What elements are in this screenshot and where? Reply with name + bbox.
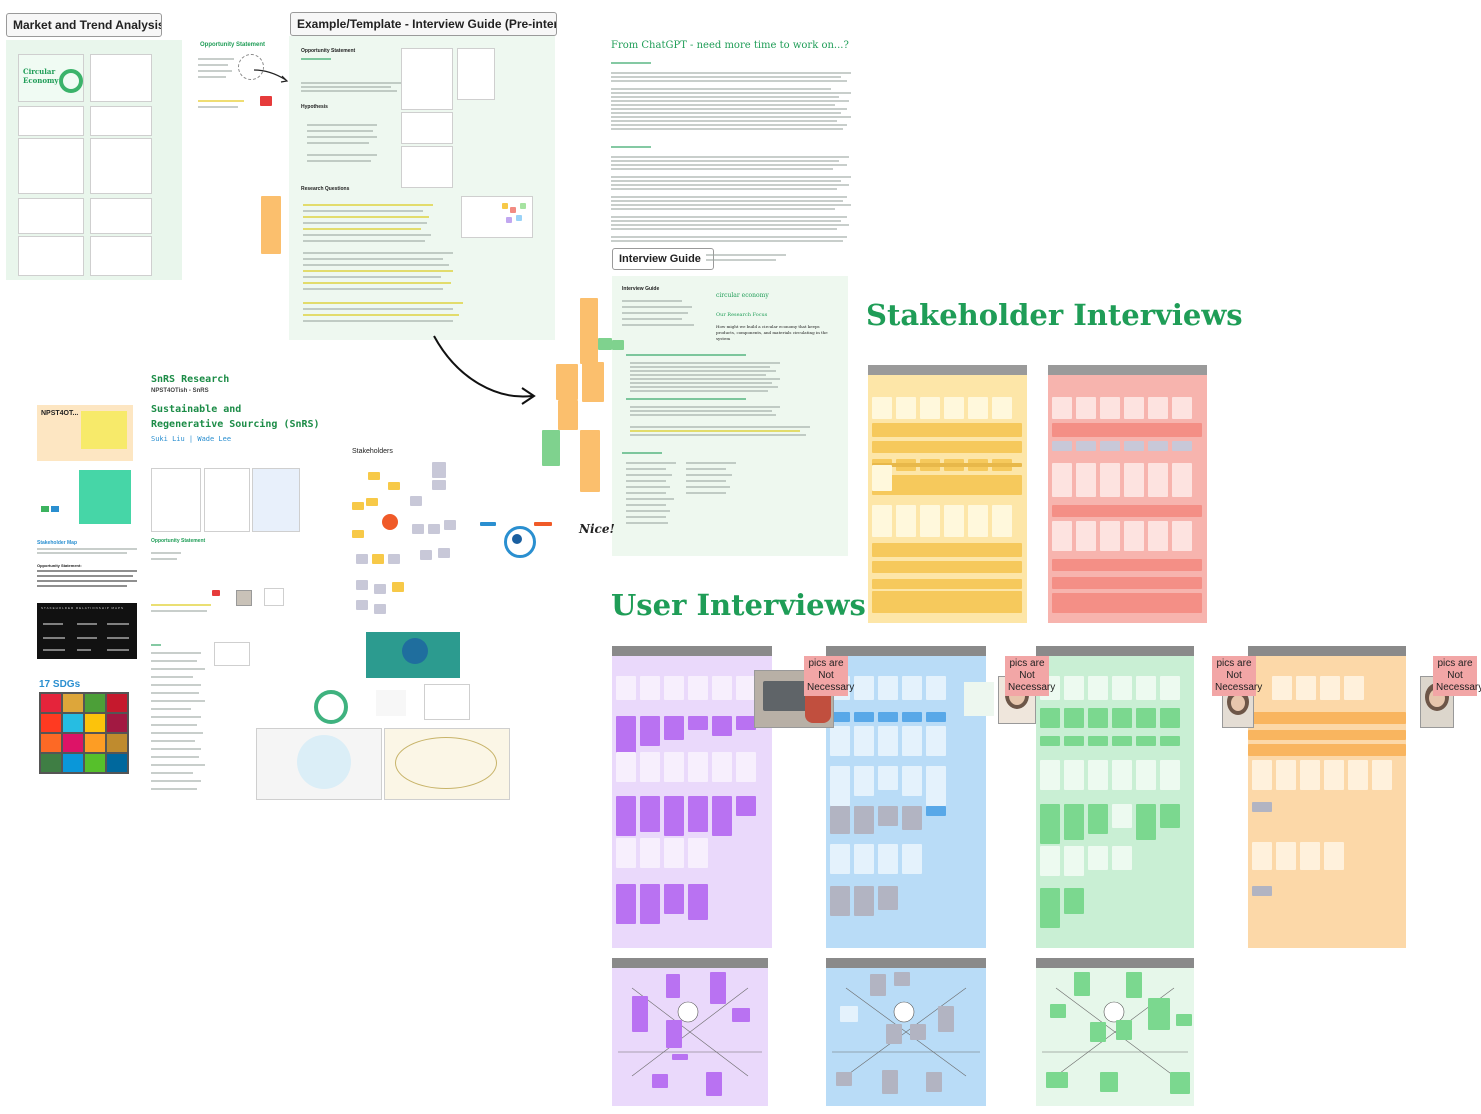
template-panel: Opportunity Statement Hypothesis Researc… bbox=[289, 36, 555, 340]
template-diagram-4[interactable] bbox=[401, 146, 453, 188]
guide-title: Interview Guide bbox=[622, 286, 660, 292]
guide-research-focus: Our Research Focus bbox=[716, 312, 768, 318]
stakeholders-label: Stakeholders bbox=[352, 448, 393, 455]
snrs-authors: Suki Liu | Wade Lee bbox=[151, 435, 232, 443]
stakeholders-cluster[interactable] bbox=[348, 458, 458, 618]
circular-economy-card[interactable]: Circular Economy bbox=[18, 54, 84, 102]
market-card-10[interactable] bbox=[90, 236, 152, 276]
sdgs-title: 17 SDGs bbox=[39, 679, 81, 690]
relationship-map-title: STAKEHOLDER RELATIONSHIP MAPS bbox=[41, 606, 125, 610]
frame-label-market[interactable]: Market and Trend Analysis bbox=[6, 13, 162, 37]
sdgs-grid[interactable] bbox=[39, 692, 129, 774]
user-board-blue[interactable] bbox=[826, 646, 986, 948]
orange-note-stack[interactable] bbox=[261, 196, 281, 254]
research-doc bbox=[151, 640, 211, 800]
snrs-thumb-2[interactable] bbox=[204, 468, 250, 532]
pics-note-2[interactable]: pics are Not Necessary bbox=[1005, 656, 1055, 696]
market-card-3[interactable] bbox=[18, 106, 84, 136]
template-hypothesis-title: Hypothesis bbox=[301, 104, 328, 110]
snrs-title: SnRS Research bbox=[151, 374, 230, 385]
stakeholder-map-label: Stakeholder Map bbox=[37, 540, 78, 546]
snrs-small-thumb[interactable] bbox=[264, 588, 284, 606]
snrs-opportunity-diagram[interactable] bbox=[184, 548, 230, 596]
pics-note-1[interactable]: pics are Not Necessary bbox=[804, 656, 854, 696]
pics-note-3[interactable]: pics are Not Necessary bbox=[1212, 656, 1262, 696]
research-ui-shot[interactable] bbox=[256, 728, 382, 800]
arrow-to-guide bbox=[433, 335, 536, 405]
empathy-map-green[interactable] bbox=[1036, 958, 1194, 1106]
arrow-to-template bbox=[253, 69, 289, 83]
opportunity-statement-label: Opportunity Statement: bbox=[37, 563, 82, 568]
user-board-green[interactable] bbox=[1036, 646, 1194, 948]
opportunity-statement-small: Opportunity Statement bbox=[151, 538, 206, 544]
note-orange-5[interactable] bbox=[580, 430, 600, 492]
note-green-1[interactable] bbox=[598, 338, 612, 350]
nice-note: Nice! bbox=[579, 522, 615, 536]
research-thumb-a[interactable] bbox=[214, 642, 250, 666]
snrs-project-line1: Sustainable and bbox=[151, 404, 242, 415]
guide-circular-economy: circular economy bbox=[716, 292, 769, 299]
guide-hmw-question: How might we build a circular economy th… bbox=[716, 324, 828, 341]
research-sticky-board[interactable] bbox=[384, 728, 510, 800]
template-diagram-2[interactable] bbox=[457, 48, 495, 100]
template-diagram-1[interactable] bbox=[401, 48, 453, 110]
circular-logo-icon bbox=[59, 69, 83, 93]
research-thumb-d[interactable] bbox=[376, 690, 406, 716]
market-card-9[interactable] bbox=[18, 236, 84, 276]
note-orange-1[interactable] bbox=[580, 298, 598, 364]
market-trend-panel: Circular Economy bbox=[6, 40, 182, 280]
opportunity-diagram bbox=[198, 50, 278, 122]
note-orange-4[interactable] bbox=[558, 400, 578, 430]
sustainable-card[interactable] bbox=[37, 470, 133, 524]
guide-green-note[interactable] bbox=[612, 340, 624, 350]
snrs-thumb-1[interactable] bbox=[151, 468, 201, 532]
stakeholder-board-red[interactable] bbox=[1048, 365, 1207, 623]
note-orange-2[interactable] bbox=[556, 364, 578, 400]
interview-guide-panel: Interview Guide circular economy Our Res… bbox=[612, 276, 848, 556]
empathy-map-blue[interactable] bbox=[826, 958, 986, 1106]
opportunity-statement-heading: Opportunity Statement bbox=[200, 42, 266, 48]
research-thumb-e[interactable] bbox=[424, 684, 470, 720]
chatgpt-document bbox=[611, 58, 861, 258]
template-research-questions: Research Questions bbox=[301, 186, 350, 192]
snrs-project-line2: Regenerative Sourcing (SnRS) bbox=[151, 419, 320, 430]
template-sticky-cluster[interactable] bbox=[461, 196, 533, 238]
stakeholder-relationship-map[interactable]: STAKEHOLDER RELATIONSHIP MAPS bbox=[37, 603, 137, 659]
chatgpt-note: From ChatGPT - need more time to work on… bbox=[611, 40, 849, 51]
market-card-6[interactable] bbox=[90, 138, 152, 194]
research-illustration[interactable] bbox=[366, 632, 460, 678]
interview-guide-button[interactable]: Interview Guide bbox=[612, 248, 714, 270]
note-orange-3[interactable] bbox=[582, 362, 604, 402]
market-card-5[interactable] bbox=[18, 138, 84, 194]
market-card-2[interactable] bbox=[90, 54, 152, 102]
empathy-map-purple[interactable] bbox=[612, 958, 768, 1106]
circular-economy-title: Circular Economy bbox=[23, 67, 59, 85]
snrs-portrait bbox=[236, 590, 252, 606]
user-interviews-title: User Interviews bbox=[611, 588, 866, 622]
cycle-diagram[interactable] bbox=[480, 520, 552, 560]
npst-card-title: NPST4OT... bbox=[41, 410, 79, 417]
stakeholder-board-yellow[interactable] bbox=[868, 365, 1027, 623]
template-diagram-3[interactable] bbox=[401, 112, 453, 144]
user-board-orange[interactable] bbox=[1248, 646, 1406, 948]
snrs-subtitle: NPST4OTish - SnRS bbox=[151, 388, 209, 394]
pics-note-4[interactable]: pics are Not Necessary bbox=[1433, 656, 1481, 696]
market-card-4[interactable] bbox=[90, 106, 152, 136]
note-green-2[interactable] bbox=[542, 430, 560, 466]
market-card-7[interactable] bbox=[18, 198, 84, 234]
snrs-thumb-3[interactable] bbox=[252, 468, 300, 532]
template-opportunity-title: Opportunity Statement bbox=[301, 48, 356, 54]
research-thumb-c[interactable] bbox=[300, 684, 356, 724]
profile-card-green[interactable] bbox=[964, 682, 994, 716]
market-card-8[interactable] bbox=[90, 198, 152, 234]
user-board-purple[interactable] bbox=[612, 646, 772, 948]
npst-card[interactable]: NPST4OT... bbox=[37, 405, 133, 461]
stakeholder-interviews-title: Stakeholder Interviews bbox=[866, 298, 1243, 332]
frame-label-template[interactable]: Example/Template - Interview Guide (Pre-… bbox=[290, 12, 557, 36]
